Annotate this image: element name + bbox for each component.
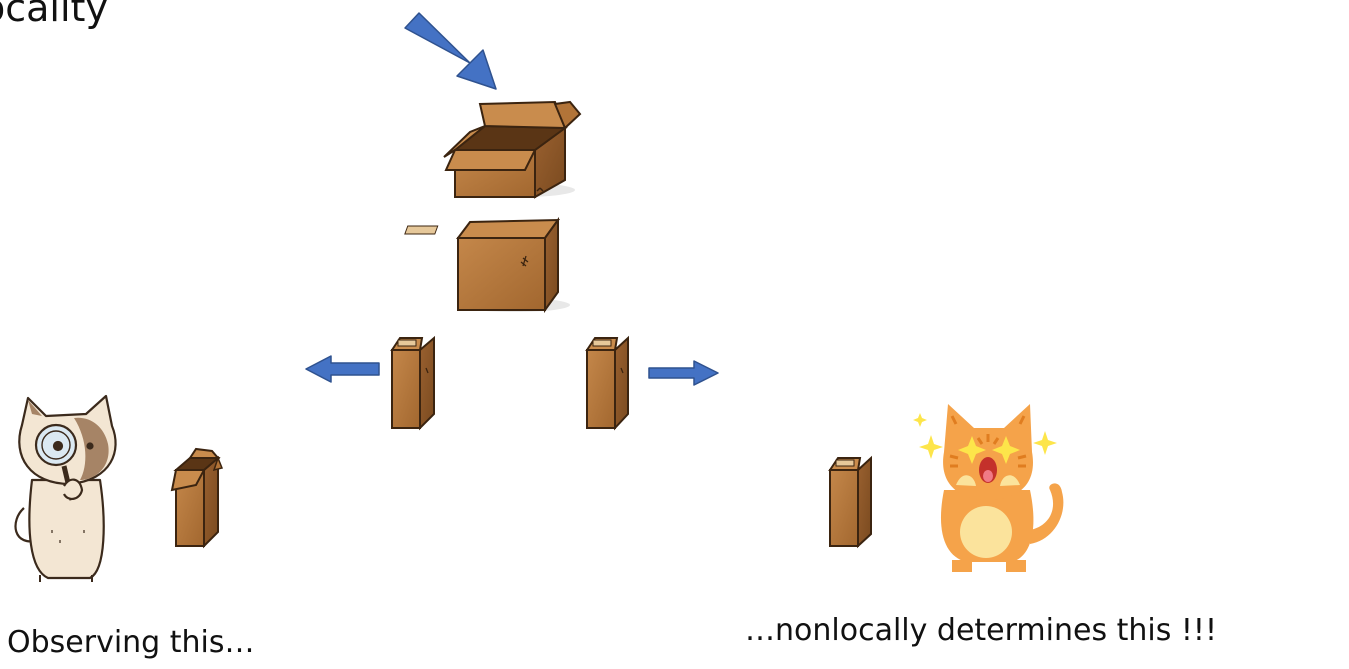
left-arrow-icon [306,356,379,382]
right-arrow-icon [649,361,718,385]
half-box-left-icon [392,338,434,428]
tall-open-box-icon [172,449,222,546]
cat-with-magnifier-icon [16,396,116,582]
half-box-right-icon [587,338,628,428]
surprised-cat-icon [941,404,1063,572]
tall-closed-box-icon [830,458,871,546]
caption-nonlocally: …nonlocally determines this !!! [745,613,1217,648]
down-right-arrow-icon [405,13,496,89]
caption-observing: Observing this… [7,625,255,660]
open-box-icon [444,102,580,197]
closed-box-icon [405,220,570,312]
